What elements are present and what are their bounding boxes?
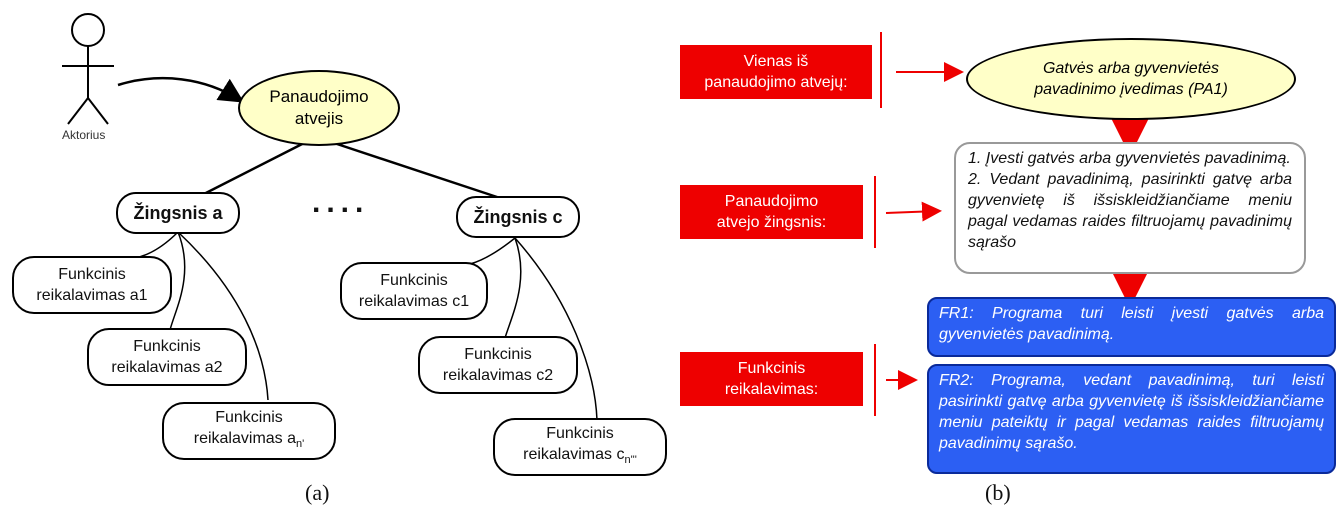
use-case-line1: Panaudojimo [269, 87, 369, 106]
label-use-case-bar [880, 32, 882, 108]
b-use-case-ellipse: Gatvės arba gyvenvietės pavadinimo įvedi… [966, 38, 1296, 120]
step-a-to-a2-line [169, 231, 186, 331]
use-case-ellipse: Panaudojimo atvejis [238, 70, 400, 146]
label-step-line1: Panaudojimo [724, 193, 819, 210]
requirement-a1-line2: reikalavimas a1 [36, 287, 148, 304]
label-step-line2: atvejo žingsnis: [716, 214, 827, 231]
requirement-cn-text: reikalavimas c [523, 445, 625, 463]
requirement-a2-line1: Funkcinis [133, 338, 201, 355]
step-a-label: Žingsnis a [133, 202, 223, 223]
requirement-c1-line1: Funkcinis [380, 272, 448, 289]
requirement-c1: Funkcinis reikalavimas c1 [340, 262, 488, 320]
fr2-box: FR2: Programa, vedant pavadinimą, turi l… [927, 364, 1336, 474]
requirement-an: Funkcinis reikalavimas an' [162, 402, 336, 460]
label-requirement-bar [874, 344, 876, 416]
requirement-cn-line1: Funkcinis [546, 424, 614, 442]
step-c-to-c2-line [504, 237, 522, 339]
step-a-to-an-line [177, 231, 269, 401]
step-c-node: Žingsnis c [456, 196, 580, 238]
actor-figure [62, 13, 114, 125]
fr1-text: FR1: Programa turi leisti įvesti gatvės … [939, 305, 1324, 343]
requirement-cn: Funkcinis reikalavimas cn''' [493, 418, 667, 476]
requirement-a1-line1: Funkcinis [58, 266, 126, 283]
ellipsis-dots: .... [312, 186, 370, 219]
label-use-case: Vienas iš panaudojimo atvejų: [680, 45, 872, 99]
label-requirement-line1: Funkcinis [737, 360, 806, 377]
step-c-label: Žingsnis c [473, 206, 563, 227]
requirement-a2-line2: reikalavimas a2 [111, 359, 223, 376]
requirement-an-line2: reikalavimas an' [194, 428, 304, 455]
label-requirement: Funkcinis reikalavimas: [680, 352, 863, 406]
step-a-to-a1-line [134, 231, 179, 259]
requirement-an-line1: Funkcinis [215, 408, 283, 426]
usecase-to-step-a-line [199, 138, 311, 198]
use-case-steps-box: 1. Įvesti gatvės arba gyvenvietės pavadi… [954, 142, 1306, 274]
fr2-text: FR2: Programa, vedant pavadinimą, turi l… [939, 372, 1324, 452]
b-use-case-line1: Gatvės arba gyvenvietės [1042, 60, 1220, 77]
requirement-c2-line2: reikalavimas c2 [442, 367, 554, 384]
label-requirement-line2: reikalavimas: [724, 381, 819, 398]
requirement-cn-subscript: n''' [624, 454, 637, 467]
step-c-to-cn-line [514, 237, 598, 421]
fr1-box: FR1: Programa turi leisti įvesti gatvės … [927, 297, 1336, 357]
actor-to-usecase-arrow [117, 76, 245, 103]
label-step: Panaudojimo atvejo žingsnis: [680, 185, 863, 239]
label-use-case-line2: panaudojimo atvejų: [704, 74, 848, 91]
usecase-to-step-c-line [324, 138, 501, 200]
requirement-cn-line2: reikalavimas cn''' [523, 444, 637, 471]
requirement-c1-line2: reikalavimas c1 [358, 293, 470, 310]
requirement-c2: Funkcinis reikalavimas c2 [418, 336, 578, 394]
caption-a: (a) [305, 480, 330, 505]
caption-b: (b) [985, 480, 1011, 505]
b-use-case-line2: pavadinimo įvedimas (PA1) [1034, 81, 1228, 98]
requirement-a2: Funkcinis reikalavimas a2 [87, 328, 247, 386]
actor-label: Aktorius [62, 128, 106, 142]
requirement-an-subscript: n' [296, 438, 305, 451]
label-use-case-line1: Vienas iš [743, 53, 809, 70]
requirement-a1: Funkcinis reikalavimas a1 [12, 256, 172, 314]
requirement-c2-line1: Funkcinis [464, 346, 532, 363]
arrow-label2 [885, 201, 942, 222]
use-case-line2: atvejis [294, 109, 344, 128]
step-c-to-c1-line [469, 237, 516, 265]
label-step-bar [874, 176, 876, 248]
requirement-an-text: reikalavimas a [193, 429, 297, 447]
step-a-node: Žingsnis a [116, 192, 240, 234]
use-case-steps-text: 1. Įvesti gatvės arba gyvenvietės pavadi… [968, 150, 1292, 251]
